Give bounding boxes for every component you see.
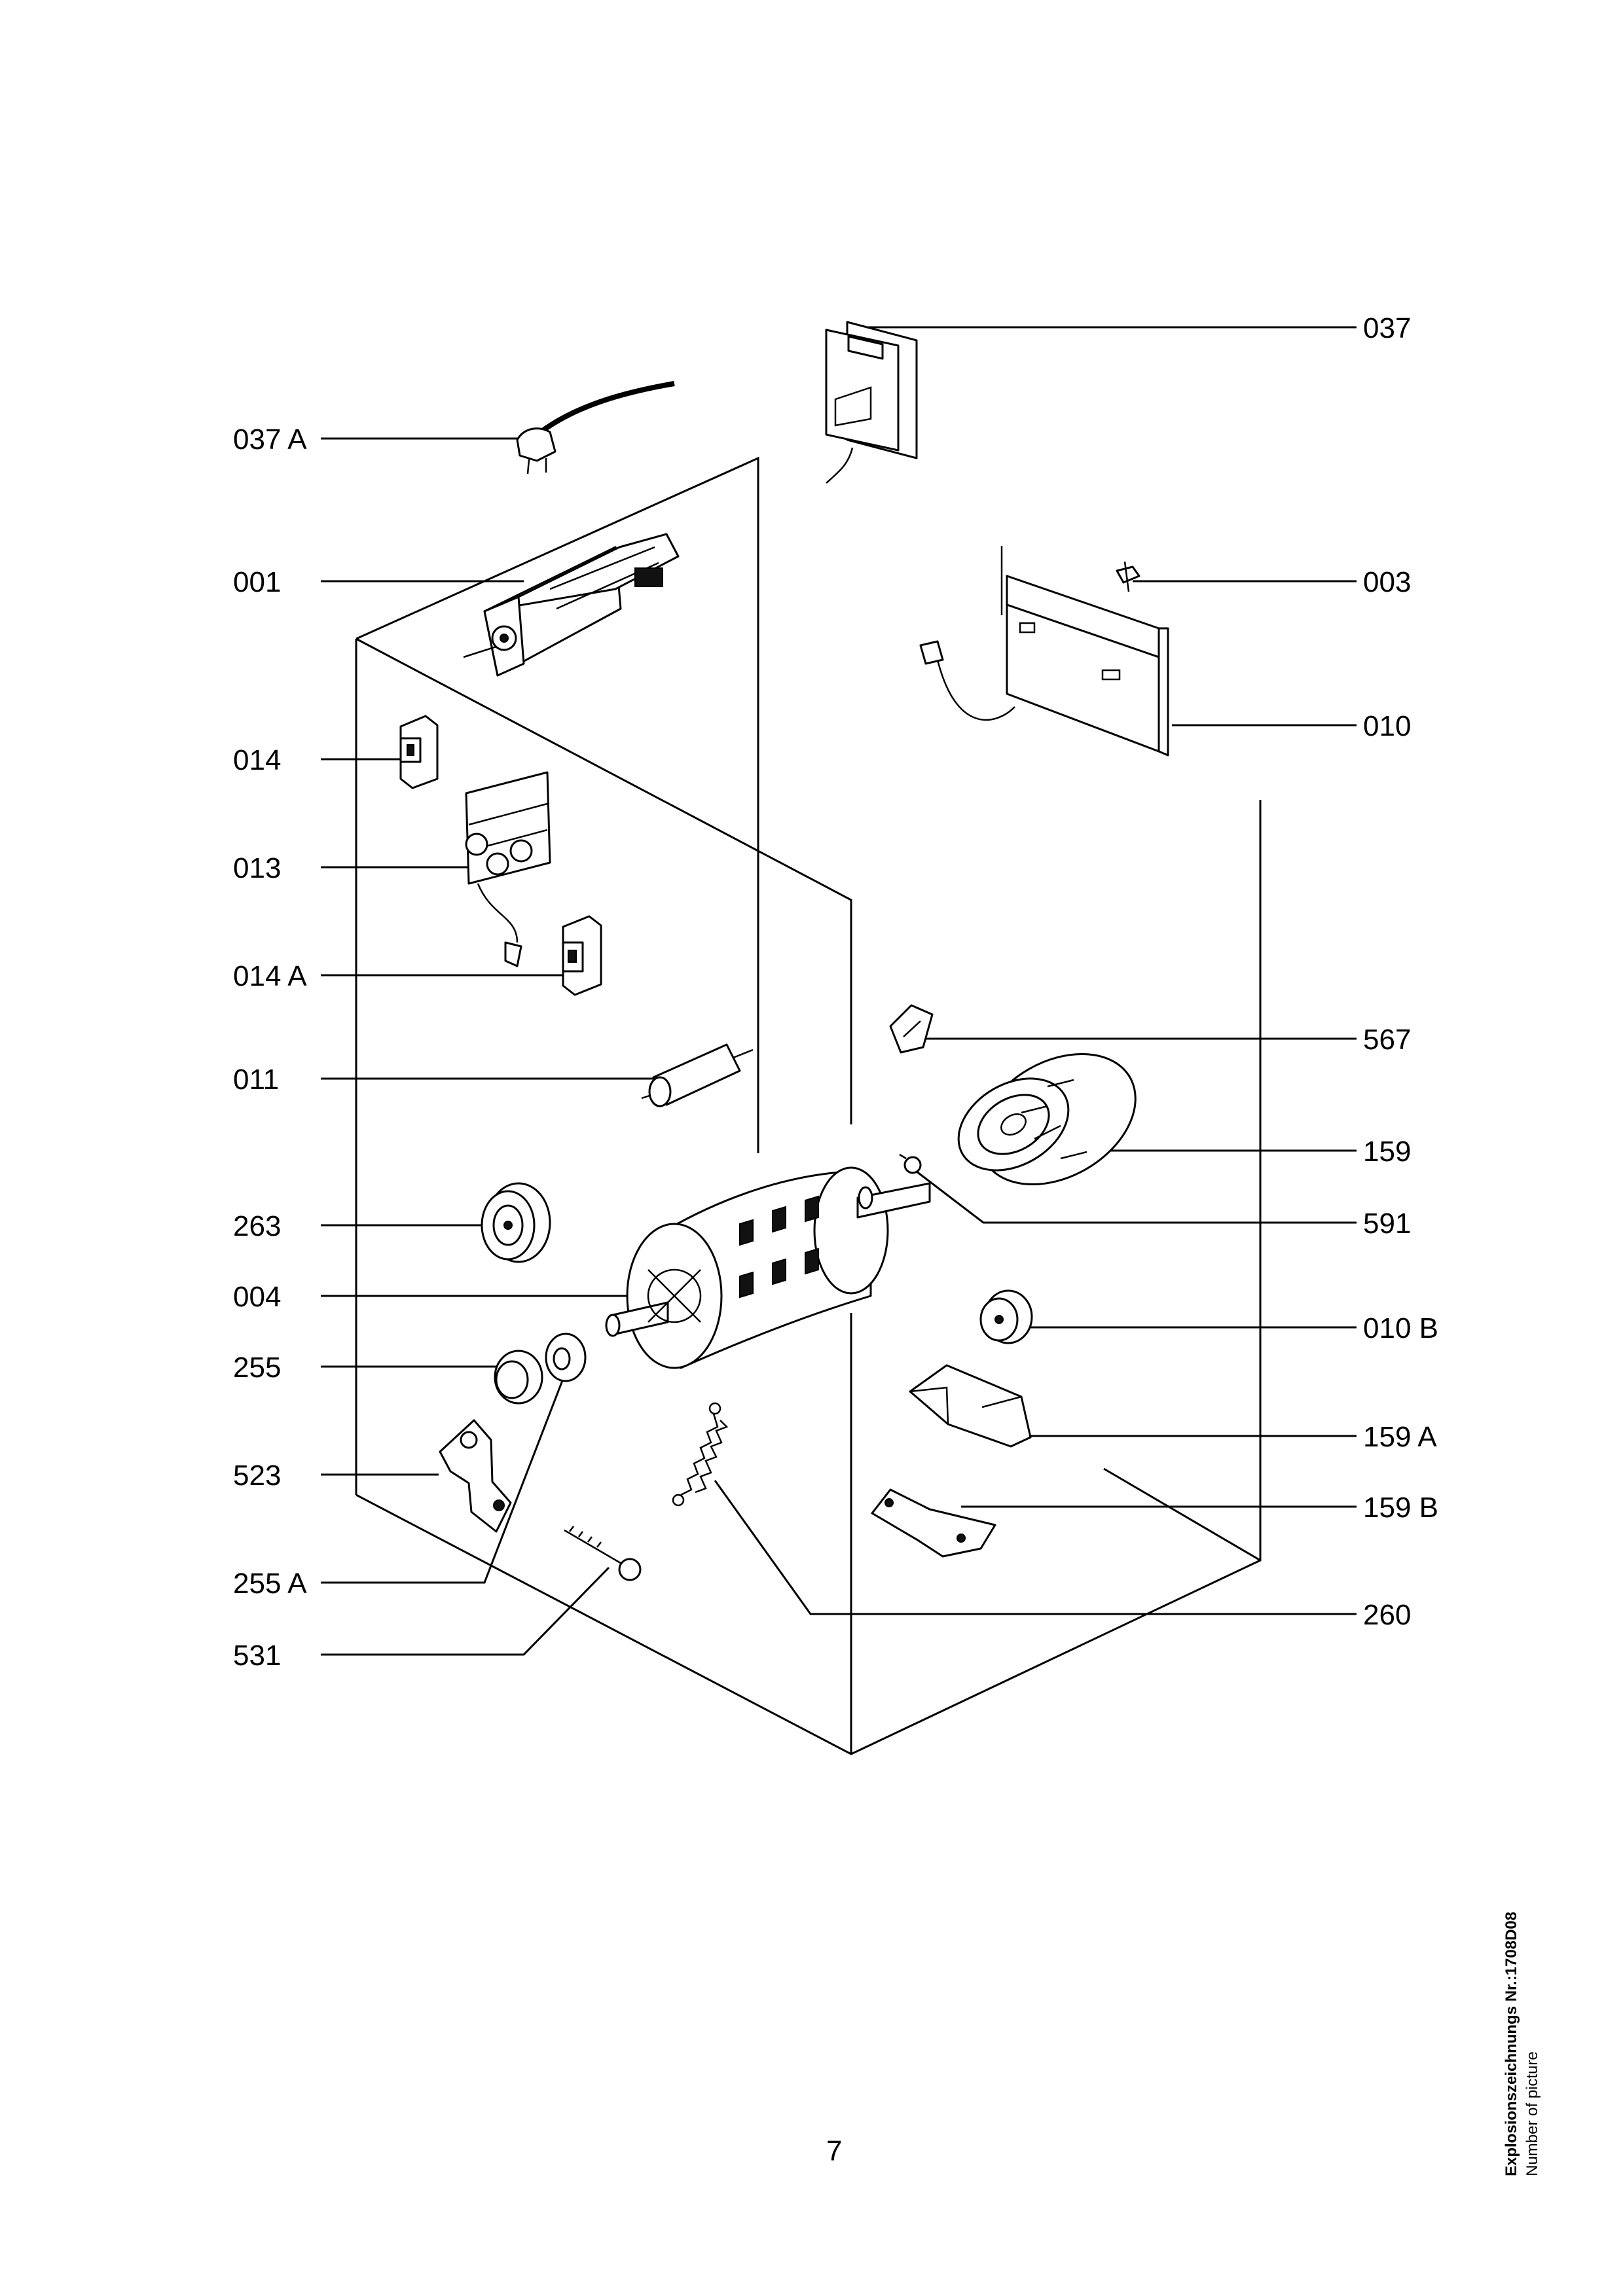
label-003: 003 bbox=[1363, 566, 1411, 598]
part-037-filter bbox=[825, 321, 918, 484]
part-591-clip bbox=[899, 1153, 922, 1174]
part-003-clip bbox=[1116, 561, 1140, 592]
label-001: 001 bbox=[233, 566, 281, 598]
part-159-fan-wheel bbox=[957, 1052, 1137, 1186]
part-567-connector bbox=[889, 1004, 934, 1054]
part-001-timer bbox=[463, 533, 680, 677]
drawing-number-title: Explosionszeichnungs Nr.:1708D08 bbox=[1503, 1911, 1520, 2176]
part-014-switch bbox=[399, 715, 439, 789]
part-037a-plug bbox=[516, 381, 675, 475]
label-591: 591 bbox=[1363, 1208, 1411, 1240]
label-523: 523 bbox=[233, 1460, 281, 1492]
label-159: 159 bbox=[1363, 1136, 1411, 1168]
label-010b: 010 B bbox=[1363, 1312, 1438, 1344]
label-255a: 255 A bbox=[233, 1568, 307, 1600]
cabinet-frame bbox=[355, 456, 1262, 1755]
part-260-spring bbox=[672, 1402, 729, 1507]
part-014a-switch bbox=[562, 915, 602, 996]
label-531: 531 bbox=[233, 1640, 281, 1672]
label-260: 260 bbox=[1363, 1599, 1411, 1631]
label-004: 004 bbox=[233, 1281, 281, 1313]
label-159b: 159 B bbox=[1363, 1492, 1438, 1524]
part-011-capacitor bbox=[641, 1043, 754, 1107]
part-013-switch-block bbox=[465, 771, 551, 967]
parts bbox=[399, 321, 1169, 1581]
part-255a-disc bbox=[545, 1333, 587, 1382]
part-labels: 037 037 A 001 003 010 014 013 014 A 567 … bbox=[233, 312, 1438, 1672]
label-014a: 014 A bbox=[233, 960, 307, 992]
part-263-pulley bbox=[481, 1182, 551, 1263]
part-523-bracket bbox=[439, 1419, 512, 1533]
leader-lines bbox=[321, 326, 1357, 1656]
label-013: 013 bbox=[233, 852, 281, 884]
part-159b-cover bbox=[871, 1488, 996, 1558]
label-014: 014 bbox=[233, 744, 281, 776]
drawing-number-caption: Explosionszeichnungs Nr.:1708D08 Number … bbox=[1501, 1912, 1543, 2176]
label-255: 255 bbox=[233, 1352, 281, 1384]
label-567: 567 bbox=[1363, 1024, 1411, 1056]
label-037: 037 bbox=[1363, 312, 1411, 344]
part-159a-housing bbox=[909, 1364, 1032, 1448]
label-159a: 159 A bbox=[1363, 1421, 1437, 1453]
part-255-bearing bbox=[494, 1350, 543, 1405]
label-011: 011 bbox=[233, 1064, 279, 1096]
part-004-motor bbox=[605, 1166, 931, 1369]
drawing-number-subtitle: Number of picture bbox=[1523, 2051, 1541, 2176]
label-037a: 037 A bbox=[233, 423, 307, 456]
page-number: 7 bbox=[826, 2135, 843, 2167]
part-010-bracket bbox=[919, 546, 1169, 757]
part-010b-protector bbox=[979, 1289, 1033, 1344]
label-263: 263 bbox=[233, 1210, 281, 1242]
part-531-screw bbox=[564, 1526, 642, 1581]
label-010: 010 bbox=[1363, 710, 1411, 742]
